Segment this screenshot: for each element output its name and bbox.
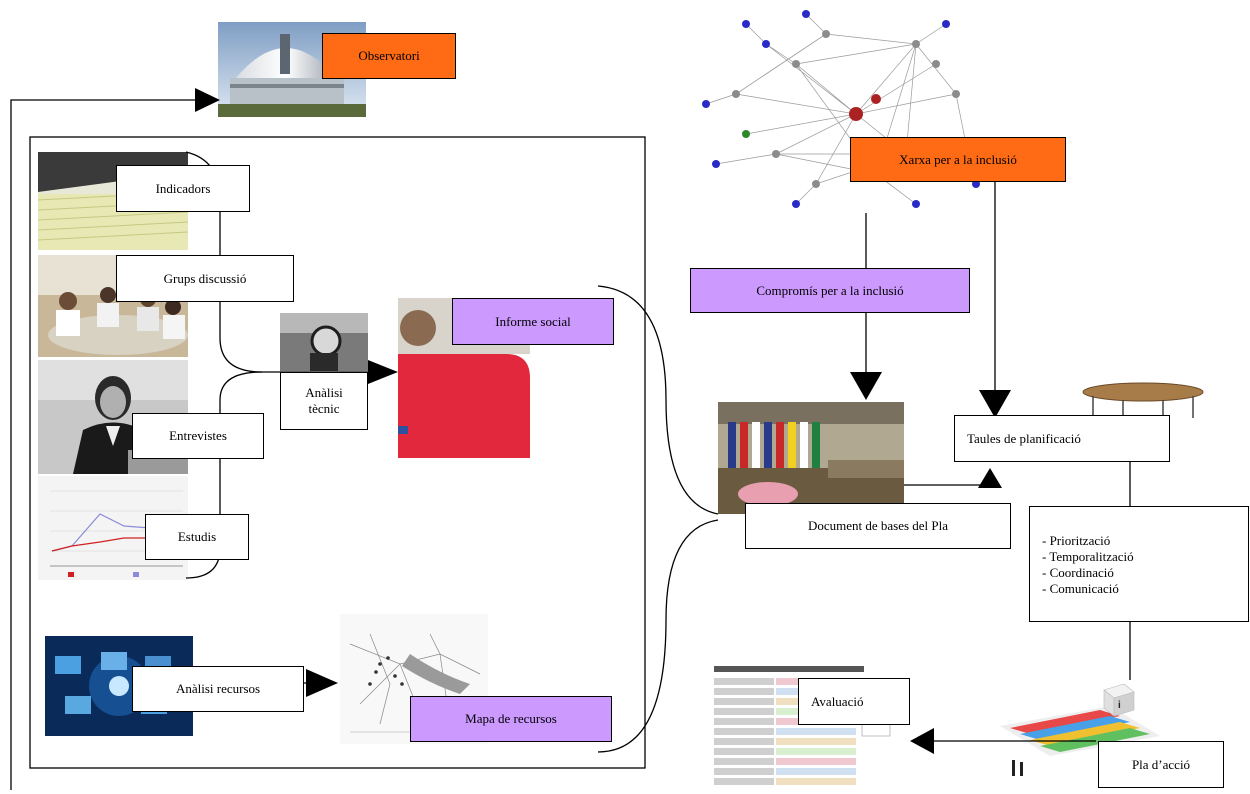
svg-text:i: i [1118,700,1121,711]
informe-social-box: Informe social [452,298,614,345]
avaluacio-box: Avaluació [798,678,910,725]
list-item: - Coordinació [1042,565,1114,580]
meeting-table-image [1078,378,1208,436]
observatori-box: Observatori [322,33,456,79]
document-bases-box: Document de bases del Pla [745,503,1011,549]
indicadors-box: Indicadors [116,165,250,212]
analisi-recursos-box: Anàlisi recursos [132,666,304,712]
analisi-tecnic-box: Anàlisi tècnic [280,372,368,430]
list-item: - Comunicació [1042,581,1119,596]
grups-discussio-box: Grups discussió [116,255,294,302]
list-item: - Priorització [1042,533,1111,548]
arrowheads [195,88,1011,754]
main-frame [29,136,646,769]
taules-planificacio-box: Taules de planificació [954,415,1170,462]
planning-actions-list: - Priorització - Temporalització - Coord… [1029,506,1249,622]
pla-accio-box: Pla d’acció [1098,741,1224,788]
mapa-recursos-box: Mapa de recursos [410,696,612,742]
xarxa-box: Xarxa per a la inclusió [850,137,1066,182]
estudis-box: Estudis [145,514,249,560]
entrevistes-box: Entrevistes [132,413,264,459]
action-plan-chart-image [990,676,1165,784]
sources-bracket-bottom [185,371,263,579]
feedback-line [10,99,200,790]
list-item: - Temporalització [1042,549,1134,564]
conference-photo [718,402,904,514]
magnifier-photo [280,313,368,371]
compromis-box: Compromís per a la inclusió [690,268,970,313]
info-cube-image: i [1098,678,1138,718]
